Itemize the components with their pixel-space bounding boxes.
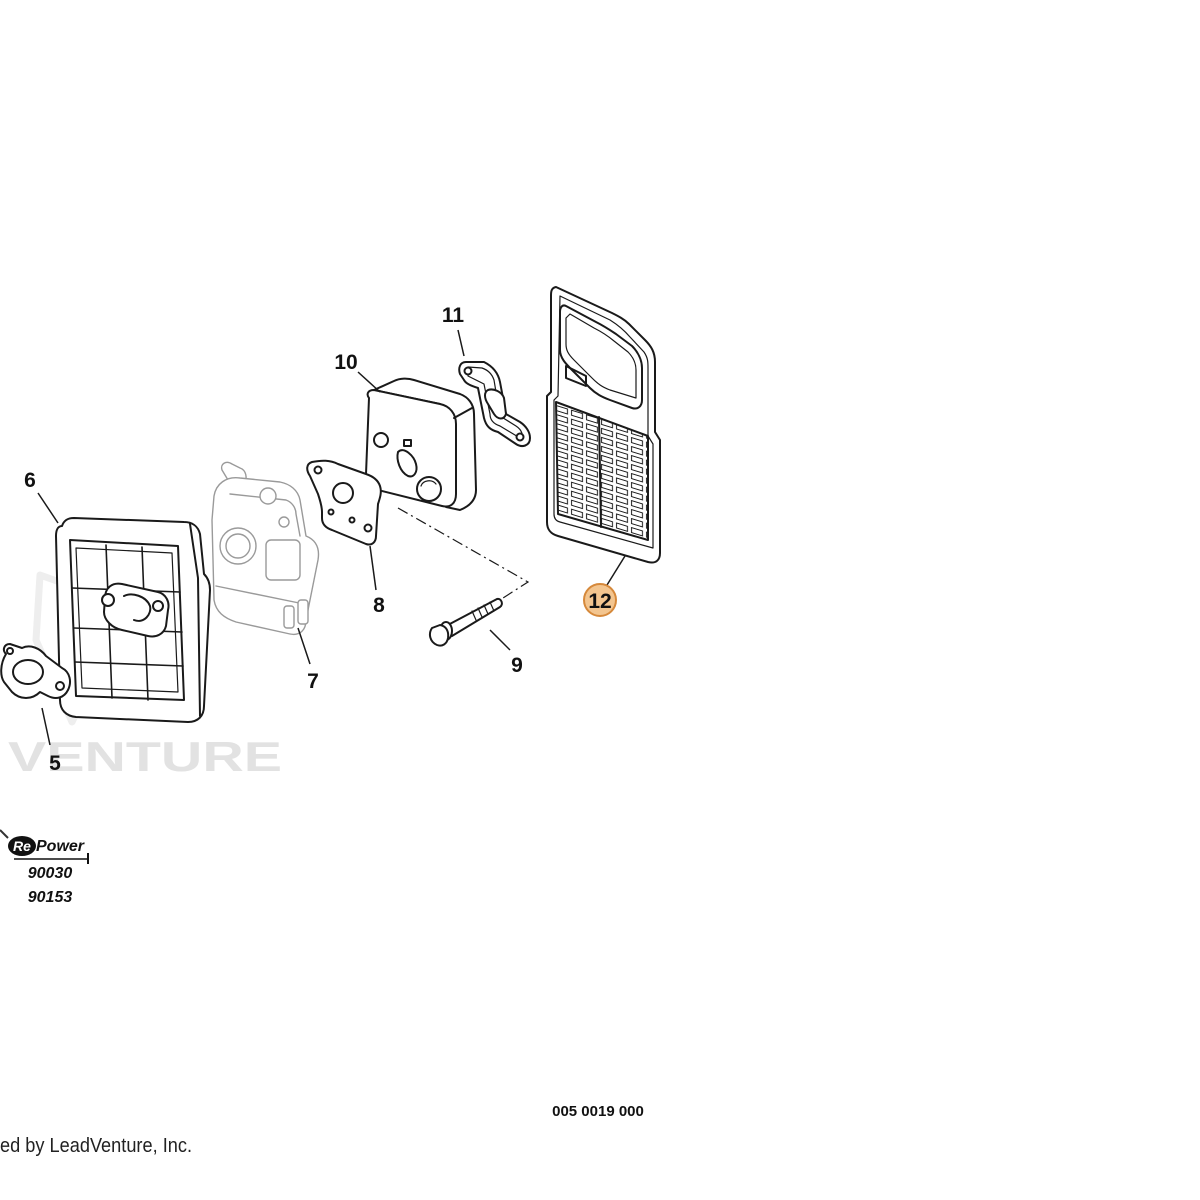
part-9-head [428,624,450,647]
part-8-hole-b [363,523,373,533]
part-6-cap-ridge [123,593,152,622]
part-7-screw [278,516,290,528]
leader-lines [37,329,626,746]
part-7-pump-cover [265,539,301,581]
callout-12-label[interactable]: 12 [588,590,611,613]
callout-5-label[interactable]: 5 [49,752,61,775]
part-6-grid-h3 [74,661,184,667]
part-11-bolt-hole-bottom [515,432,525,442]
callout-6[interactable]: 6 [24,469,36,492]
part-5-boss [12,659,44,685]
callout-12[interactable]: 12 [583,583,617,617]
part-6-depth-edge [189,523,201,717]
part-5-hole-right [55,681,65,691]
callout-5[interactable]: 5 [49,752,61,775]
part-12-grid [555,401,649,541]
part-9-thread-3 [483,604,489,615]
part-5-hole-left [6,647,14,655]
part-10-hole-large-inner [420,480,437,487]
part-5-cover [0,643,71,699]
callout-9-label[interactable]: 9 [511,654,523,677]
logo-arrow [0,829,9,839]
part-8-hole-c [348,516,356,524]
part-9-bolt [428,597,503,647]
part-12-grid-divider [598,416,602,528]
diagram-number: 005 0019 000 [552,1103,644,1120]
part-6-inner-rim [69,539,185,701]
part-8-hole-d [327,508,335,516]
repower-logo: Re Power [0,829,89,864]
part-9-thread-2 [477,607,483,618]
part-6-filter-frame [55,517,211,723]
callout-8-label[interactable]: 8 [373,594,385,617]
part-9-shaft [445,597,503,637]
part-8-main-hole [332,482,354,504]
leader-12 [606,555,626,586]
part-7-fitting-1 [283,605,295,629]
part-11-bolt-hole-top [463,366,473,376]
part-7-fitting-2 [297,599,309,625]
callout-10-label[interactable]: 10 [334,351,357,374]
part-7-adjuster [259,487,277,505]
callout-9[interactable]: 9 [511,654,523,677]
leader-9 [489,629,511,651]
alignment-line [397,507,530,599]
part-7-top-plate [229,493,301,537]
logo-re-text: Re [13,838,31,854]
credit-text: ed by LeadVenture, Inc. [0,1135,192,1157]
part-12-border [553,295,654,549]
part-8-hole-a [313,465,323,475]
leader-6 [37,492,59,524]
part-6-inner-lip [75,547,179,693]
part-9-thread-1 [471,610,477,621]
part-7-seam [215,585,305,605]
part-12-gasket-loop-inner [565,313,637,399]
logo-power-text: Power [36,838,85,855]
watermark-text: VENTURE [8,733,282,780]
part-12-filter-plate [546,286,661,564]
callout-7-label[interactable]: 7 [307,670,319,693]
part-5-outline [0,643,71,699]
part-6-cap-hole-right [152,600,164,612]
part-11-gasket [458,361,531,447]
part-7-body [211,477,320,636]
leader-7 [297,627,311,665]
callout-11[interactable]: 11 [442,304,465,327]
part-10-hole-small [373,432,389,448]
part-6-center-cap [103,582,170,638]
model-number-1: 90030 [28,865,73,882]
part-7-venturi [219,527,257,565]
part-12-gasket-loop [559,304,643,410]
part-10-slot [403,439,412,447]
leader-5 [41,707,51,746]
part-7-venturi-inner [225,533,251,559]
part-10-hole-center [396,449,418,478]
leader-11 [457,329,465,357]
callout-8[interactable]: 8 [373,594,385,617]
part-12-side-slot [565,365,587,387]
part-11-port-hole [484,388,507,420]
part-7-carburetor [211,461,320,636]
part-10-spacer-block [365,377,477,511]
callout-12-highlight[interactable] [583,583,617,617]
part-6-cap-hole-left [101,593,115,607]
part-8-gasket [306,459,382,546]
callout-10[interactable]: 10 [334,351,357,374]
logo-re-badge [8,836,36,856]
leader-8 [369,545,377,591]
leader-10 [357,371,381,393]
callout-11-label[interactable]: 11 [442,304,465,327]
callout-7[interactable]: 7 [307,670,319,693]
model-number-2: 90153 [28,889,73,906]
callout-6-label[interactable]: 6 [24,469,36,492]
part-9-thread-4 [489,601,495,612]
part-10-edge [453,407,473,419]
